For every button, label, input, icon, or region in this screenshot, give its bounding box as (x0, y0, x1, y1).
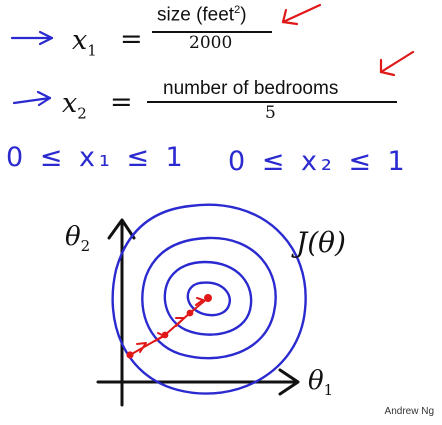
x2-numerator: number of bedrooms (163, 78, 339, 99)
x1-denominator: 2000 (189, 33, 233, 53)
y-axis-var: θ (65, 222, 81, 252)
x2-range-note: 0 ≤ x₂ ≤ 1 (228, 146, 409, 177)
x-axis-var: θ (308, 366, 324, 396)
y-axis-subscript: 2 (80, 237, 91, 256)
contour-4 (111, 203, 307, 395)
x-axis-arrowhead (278, 368, 300, 396)
start-point (126, 351, 134, 359)
contour-lines (111, 203, 307, 395)
red-check-mark-1 (281, 3, 322, 26)
cost-function-label: J(θ) (296, 226, 346, 259)
author-credit: Andrew Ng (384, 406, 434, 417)
x1-fraction-bar (152, 31, 272, 33)
x2-symbol: x2 (62, 88, 87, 122)
y-axis-label: θ2 (65, 222, 90, 255)
x1-range-note: 0 ≤ x₁ ≤ 1 (6, 142, 187, 173)
x-axis-label: θ1 (308, 366, 333, 399)
minimum-point (204, 294, 212, 302)
y-axis-arrowhead (107, 218, 136, 240)
pointer-arrow-x2 (12, 90, 52, 107)
contour-3 (141, 236, 277, 360)
x1-numerator-text: size (feet (157, 4, 235, 26)
descent-path (126, 294, 212, 359)
x1-equals: = (120, 24, 143, 55)
x1-numerator-sup: 2 (234, 4, 241, 16)
x1-subscript: 1 (87, 41, 97, 60)
pointer-arrow-x1 (10, 30, 54, 46)
x2-var: x (62, 88, 78, 119)
x1-var: x (72, 25, 88, 56)
x1-numerator: size (feet2) (157, 4, 247, 26)
x1-symbol: x1 (72, 25, 97, 59)
x2-equals: = (110, 87, 133, 118)
contour-1 (186, 281, 231, 317)
x2-subscript: 2 (77, 104, 87, 123)
contour-2 (163, 260, 253, 336)
x2-fraction-bar (147, 101, 397, 103)
x-axis-subscript: 1 (323, 381, 334, 400)
x2-denominator: 5 (265, 103, 276, 123)
x1-numerator-close: ) (240, 4, 247, 26)
red-check-mark-2 (379, 50, 415, 77)
